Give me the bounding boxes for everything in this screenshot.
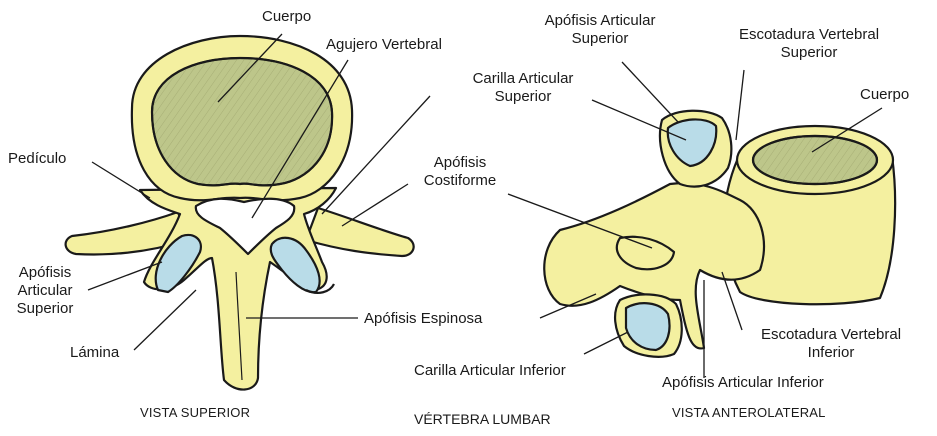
caption-vista-superior: VISTA SUPERIOR (140, 404, 250, 422)
label-carilla-inferior: Carilla Articular Inferior (414, 362, 566, 380)
label-art-superior-1: Apófisis (10, 264, 80, 282)
label-apofisis-costiforme-2: Costiforme (410, 172, 510, 190)
label-lamina: Lámina (70, 344, 119, 362)
leader-costiforme-sup (342, 184, 408, 226)
caption-vista-anterolateral: VISTA ANTEROLATERAL (672, 404, 826, 422)
leader-art-sup-ant (622, 62, 678, 122)
label-art-superior-2: Articular (10, 282, 80, 300)
label-escot-inf-1: Escotadura Vertebral (736, 326, 926, 344)
label-escot-inf-2: Inferior (736, 344, 926, 362)
label-pediculo: Pedículo (8, 150, 66, 168)
label-cuerpo-superior: Cuerpo (262, 8, 311, 26)
label-art-superior-3: Superior (10, 300, 80, 318)
label-art-sup-ant-1: Apófisis Articular (520, 12, 680, 30)
superior-view-drawing (66, 36, 414, 390)
leader-lamina (134, 290, 196, 350)
label-art-inferior: Apófisis Articular Inferior (662, 374, 824, 392)
diagram-title: VÉRTEBRA LUMBAR (414, 410, 551, 428)
leader-escot-sup (736, 70, 744, 140)
label-escot-sup-2: Superior (714, 44, 904, 62)
anterolateral-view-drawing (544, 111, 895, 357)
label-agujero-vertebral: Agujero Vertebral (326, 36, 442, 54)
label-apofisis-espinosa: Apófisis Espinosa (364, 310, 482, 328)
label-carilla-sup-2: Superior (448, 88, 598, 106)
label-carilla-sup-1: Carilla Articular (448, 70, 598, 88)
label-art-sup-ant-2: Superior (520, 30, 680, 48)
label-cuerpo-ant: Cuerpo (860, 86, 909, 104)
label-escot-sup-1: Escotadura Vertebral (714, 26, 904, 44)
label-apofisis-costiforme-1: Apófisis (410, 154, 510, 172)
